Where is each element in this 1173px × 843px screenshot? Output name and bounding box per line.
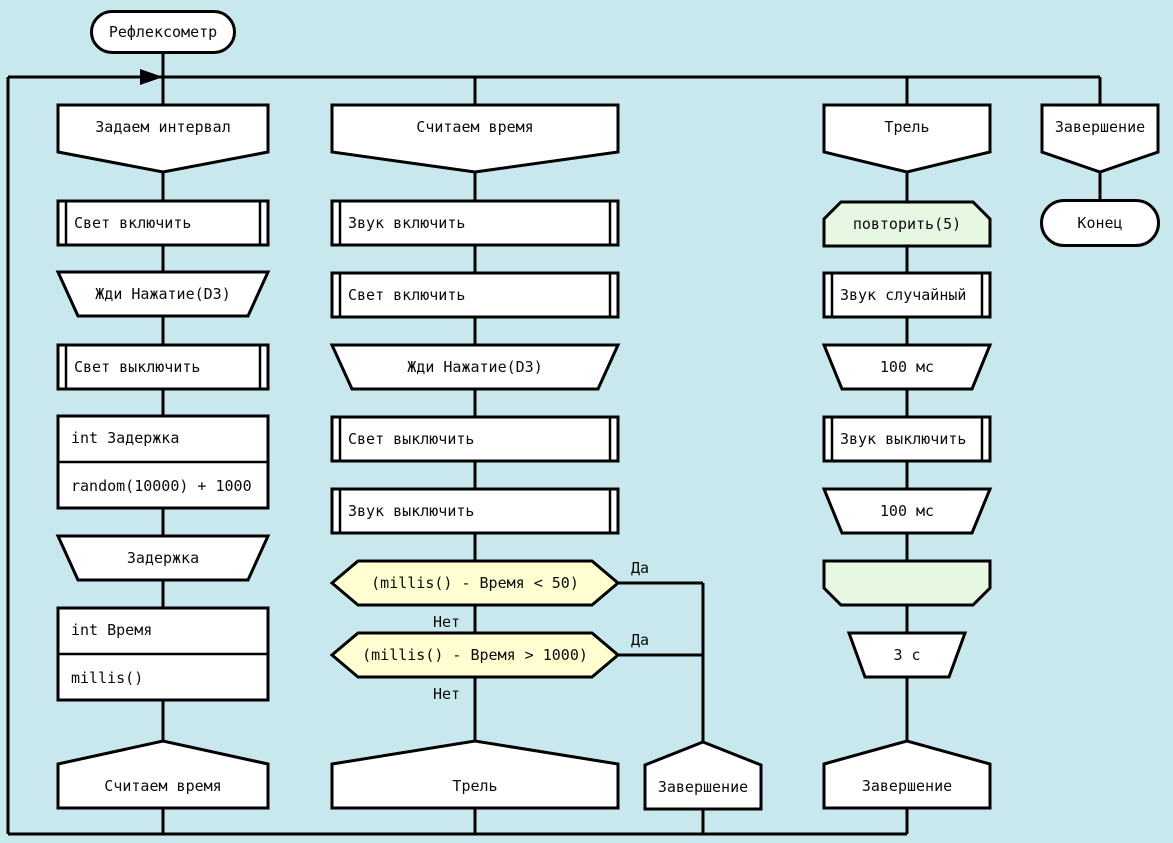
col1-var-delay-block[interactable]: int Задержка random(10000) + 1000 [56,414,270,510]
col3-repeat-label: повторить(5) [852,214,962,233]
col2-sound-on-label: Звук включить [348,213,466,232]
col3-pause-100-block-1[interactable]: 100 мс [821,343,993,391]
col2-footer-end-banner[interactable]: Завершение [643,739,763,811]
col2-light-on-label: Свет включить [348,285,466,304]
col2-header-label: Считаем время [416,118,534,136]
start-node[interactable]: Рефлексометр [90,10,236,54]
col3-header-banner[interactable]: Трель [822,103,992,174]
col4-header-label: Завершение [1054,118,1146,136]
col1-var-time-block[interactable]: int Время millis() [56,606,270,702]
col1-light-on-label: Свет включить [74,213,192,232]
col2-condition-more-block[interactable]: (millis() - Время > 1000) [329,631,621,679]
col2-footer-trill-label: Трель [452,776,498,795]
col3-repeat-block[interactable]: повторить(5) [822,200,992,248]
col2-light-off-block[interactable]: Свет выключить [330,415,620,463]
col1-light-on-block[interactable]: Свет включить [56,199,270,247]
col1-delay-label: Задержка [126,548,200,567]
col2-wait-press-label: Жди Нажатие(D3) [407,357,543,376]
col1-var-time-name-row: int Время [56,606,270,654]
col2-wait-press-block[interactable]: Жди Нажатие(D3) [329,343,621,391]
flow-arrow-icon [140,69,163,85]
col3-sound-off-block[interactable]: Звук выключить [822,415,992,463]
col4-header-banner[interactable]: Завершение [1040,103,1160,174]
col1-light-off-label: Свет выключить [74,357,201,376]
col3-sound-off-label: Звук выключить [840,429,967,448]
branch-no-label-1: Нет [433,613,461,631]
col2-sound-off-label: Звук выключить [348,501,475,520]
col1-var-time-value-row: millis() [56,654,270,702]
col2-condition-less-label: (millis() - Время < 50) [371,573,579,592]
col3-sound-random-block[interactable]: Звук случайный [822,271,992,319]
col2-footer-trill-banner[interactable]: Трель [330,738,620,810]
col3-pause-3s-label: 3 с [893,645,921,664]
col1-var-delay-name-row: int Задержка [56,414,270,462]
col1-var-time-name: int Время [71,620,153,639]
col2-light-on-block[interactable]: Свет включить [330,271,620,319]
col2-sound-on-block[interactable]: Звук включить [330,199,620,247]
col3-pause-3s-block[interactable]: 3 с [846,631,968,679]
col3-loop-end-block[interactable] [822,559,992,607]
col1-var-time-value: millis() [71,668,144,687]
branch-yes-label-2: Да [631,631,650,649]
col3-pause-100-label-1: 100 мс [879,357,935,376]
col1-wait-press-block[interactable]: Жди Нажатие(D3) [55,270,271,318]
col1-header-banner[interactable]: Задаем интервал [56,103,270,174]
col2-sound-off-block[interactable]: Звук выключить [330,487,620,535]
col1-var-delay-value: random(10000) + 1000 [71,476,252,495]
col1-var-delay-name: int Задержка [71,428,180,447]
col1-delay-block[interactable]: Задержка [55,534,271,582]
col2-condition-more-label: (millis() - Время > 1000) [362,645,588,664]
branch-yes-label-1: Да [631,559,650,577]
end-label: Конец [1077,213,1123,232]
col1-footer-label: Считаем время [104,776,222,795]
col1-var-delay-value-row: random(10000) + 1000 [56,462,270,510]
col3-pause-100-block-2[interactable]: 100 мс [821,487,993,535]
start-label: Рефлексометр [108,22,218,41]
col3-footer-banner[interactable]: Завершение [822,738,992,810]
col3-footer-label: Завершение [861,776,953,795]
col2-light-off-label: Свет выключить [348,429,475,448]
col3-pause-100-label-2: 100 мс [879,501,935,520]
col2-footer-end-label: Завершение [657,777,749,796]
col3-sound-random-label: Звук случайный [840,285,967,304]
col1-wait-press-label: Жди Нажатие(D3) [95,284,231,303]
col3-header-label: Трель [884,118,930,136]
col1-light-off-block[interactable]: Свет выключить [56,343,270,391]
col1-header-label: Задаем интервал [95,118,231,136]
col2-header-banner[interactable]: Считаем время [330,103,620,174]
end-node[interactable]: Конец [1040,199,1160,247]
branch-no-label-2: Нет [433,685,461,703]
col2-condition-less-block[interactable]: (millis() - Время < 50) [329,559,621,607]
col1-footer-banner[interactable]: Считаем время [56,738,270,810]
